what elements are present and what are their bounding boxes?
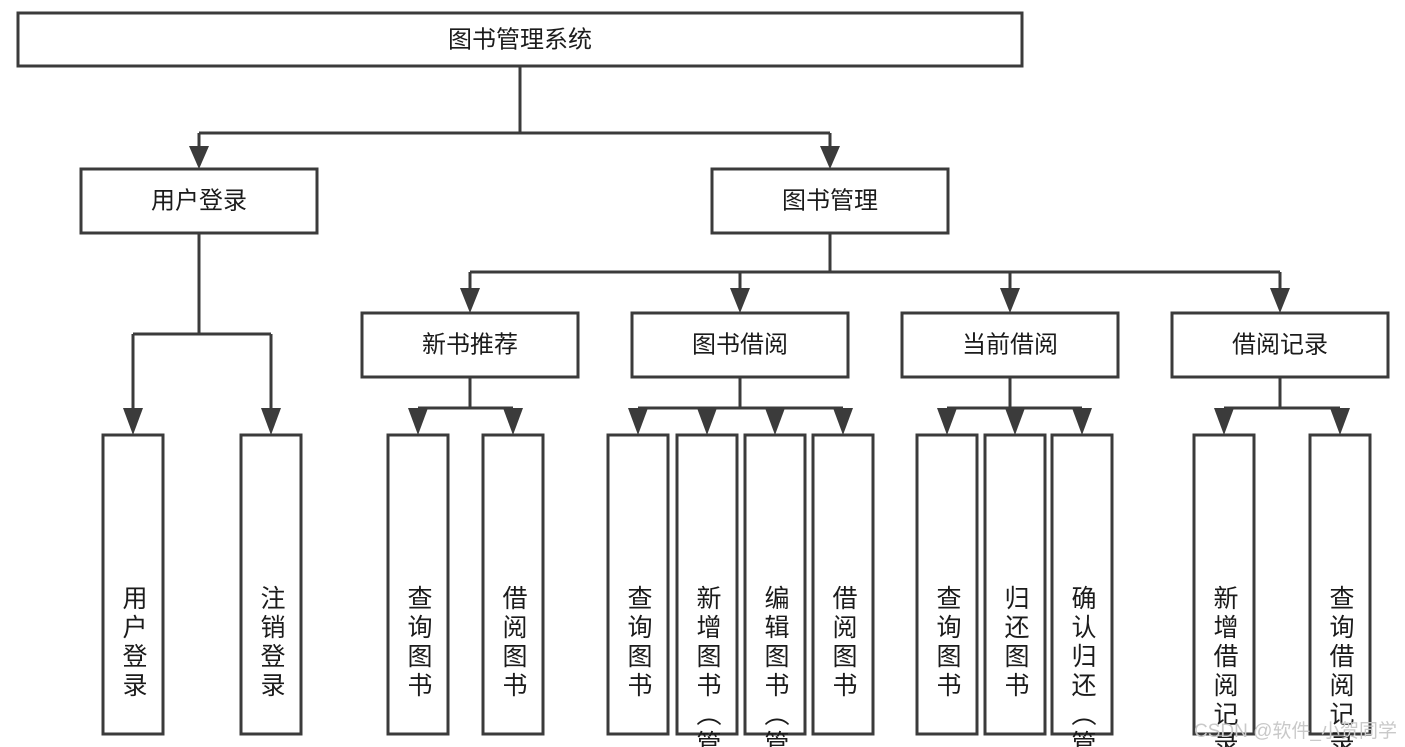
node-new-book-recommend-box[interactable]	[360, 311, 580, 379]
node-borrow-record-label: 借阅记录	[1232, 331, 1328, 358]
leaf-node-return-book[interactable]: 归还图书	[983, 433, 1047, 736]
node-book-management[interactable]: 图书管理	[710, 167, 950, 235]
leaf-query-record-label: 查询借阅记录	[1326, 585, 1355, 747]
leaf-query-book-1-box[interactable]	[386, 433, 450, 736]
node-new-book-recommend-label: 新书推荐	[422, 331, 518, 358]
leaf-node-user-login[interactable]: 用户登录	[101, 433, 165, 736]
leaf-borrow-book-2-label: 借阅图书	[829, 585, 858, 701]
leaf-return-book-box[interactable]	[983, 433, 1047, 736]
leaf-add-record-label: 新增借阅记录	[1210, 585, 1239, 747]
leaf-node-query-book-1[interactable]: 查询图书	[386, 433, 450, 736]
connector-layer	[123, 66, 1350, 435]
node-current-borrow-label: 当前借阅	[962, 331, 1058, 358]
leaf-node-query-book-3[interactable]: 查询图书	[915, 433, 979, 736]
leaf-node-borrow-book-1[interactable]: 借阅图书	[481, 433, 545, 736]
leaf-node-add-book[interactable]: 新增图书（管理员）	[675, 433, 739, 747]
leaf-add-book-label: 新增图书（管理员）	[693, 585, 722, 747]
leaf-user-logout-label: 注销登录	[257, 585, 286, 701]
leaf-query-book-3-label: 查询图书	[933, 585, 962, 701]
arrow-head-leaf-add-book	[697, 408, 717, 435]
leaf-query-book-3-box[interactable]	[915, 433, 979, 736]
leaf-user-login-label: 用户登录	[119, 585, 148, 701]
node-borrow-record-box[interactable]	[1170, 311, 1390, 379]
arrow-head-leaf-add-record	[1214, 408, 1234, 435]
node-root-book-management-system[interactable]: 图书管理系统	[16, 11, 1024, 68]
leaf-user-login-box[interactable]	[101, 433, 165, 736]
node-user-login-label: 用户登录	[151, 187, 247, 214]
node-borrow-record[interactable]: 借阅记录	[1170, 311, 1390, 379]
leaf-query-record-box[interactable]	[1308, 433, 1372, 736]
arrow-head-leaf-user-logout	[261, 408, 281, 435]
arrow-head-leaf-return-book	[1005, 408, 1025, 435]
node-book-borrow-box[interactable]	[630, 311, 850, 379]
leaf-query-book-2-label: 查询图书	[624, 585, 653, 701]
arrow-head-leaf-borrow-book-1	[503, 408, 523, 435]
arrow-head-leaf-query-book-2	[628, 408, 648, 435]
arrow-head-current-borrow	[1000, 288, 1020, 313]
leaf-query-book-1-label: 查询图书	[404, 585, 433, 701]
leaf-borrow-book-1-label: 借阅图书	[499, 585, 528, 701]
node-book-borrow[interactable]: 图书借阅	[630, 311, 850, 379]
leaf-borrow-book-1-box[interactable]	[481, 433, 545, 736]
leaf-node-user-logout[interactable]: 注销登录	[239, 433, 303, 736]
leaf-edit-book-label: 编辑图书（管理员）	[761, 585, 790, 747]
arrow-head-leaf-user-login	[123, 408, 143, 435]
arrow-head-borrow-record	[1270, 288, 1290, 313]
arrow-head-leaf-query-book-1	[408, 408, 428, 435]
arrow-head-leaf-edit-book	[765, 408, 785, 435]
leaf-confirm-return-box[interactable]	[1050, 433, 1114, 736]
leaf-confirm-return-label: 确认归还（管理员）	[1068, 585, 1097, 747]
node-new-book-recommend[interactable]: 新书推荐	[360, 311, 580, 379]
csdn-watermark: CSDN @软件_小贺同学	[1194, 721, 1397, 742]
leaf-node-confirm-return[interactable]: 确认归还（管理员）	[1050, 433, 1114, 747]
arrow-head-leaf-borrow-book-2	[833, 408, 853, 435]
leaf-query-book-2-box[interactable]	[606, 433, 670, 736]
arrow-head-leaf-confirm-return	[1072, 408, 1092, 435]
node-current-borrow-box[interactable]	[900, 311, 1120, 379]
arrow-head-leaf-query-record	[1330, 408, 1350, 435]
node-book-management-label: 图书管理	[782, 187, 878, 214]
leaf-node-add-record[interactable]: 新增借阅记录	[1192, 433, 1256, 747]
node-root-label: 图书管理系统	[448, 26, 592, 53]
leaf-node-query-book-2[interactable]: 查询图书	[606, 433, 670, 736]
node-user-login[interactable]: 用户登录	[79, 167, 319, 235]
node-book-borrow-label: 图书借阅	[692, 331, 788, 358]
leaf-user-logout-box[interactable]	[239, 433, 303, 736]
node-book-management-box[interactable]	[710, 167, 950, 235]
node-root-box[interactable]	[16, 11, 1024, 68]
leaf-add-book-box[interactable]	[675, 433, 739, 736]
arrow-head-user-login	[189, 146, 209, 169]
arrow-head-book-borrow	[730, 288, 750, 313]
node-user-login-box[interactable]	[79, 167, 319, 235]
arrow-head-new-book-recommend	[460, 288, 480, 313]
leaf-borrow-book-2-box[interactable]	[811, 433, 875, 736]
leaf-edit-book-box[interactable]	[743, 433, 807, 736]
leaf-node-borrow-book-2[interactable]: 借阅图书	[811, 433, 875, 736]
arrow-head-book-management	[820, 146, 840, 169]
leaf-return-book-label: 归还图书	[1001, 585, 1030, 701]
arrow-head-leaf-query-book-3	[937, 408, 957, 435]
leaf-node-query-record[interactable]: 查询借阅记录	[1308, 433, 1372, 747]
leaf-node-edit-book[interactable]: 编辑图书（管理员）	[743, 433, 807, 747]
leaf-add-record-box[interactable]	[1192, 433, 1256, 736]
node-current-borrow[interactable]: 当前借阅	[900, 311, 1120, 379]
